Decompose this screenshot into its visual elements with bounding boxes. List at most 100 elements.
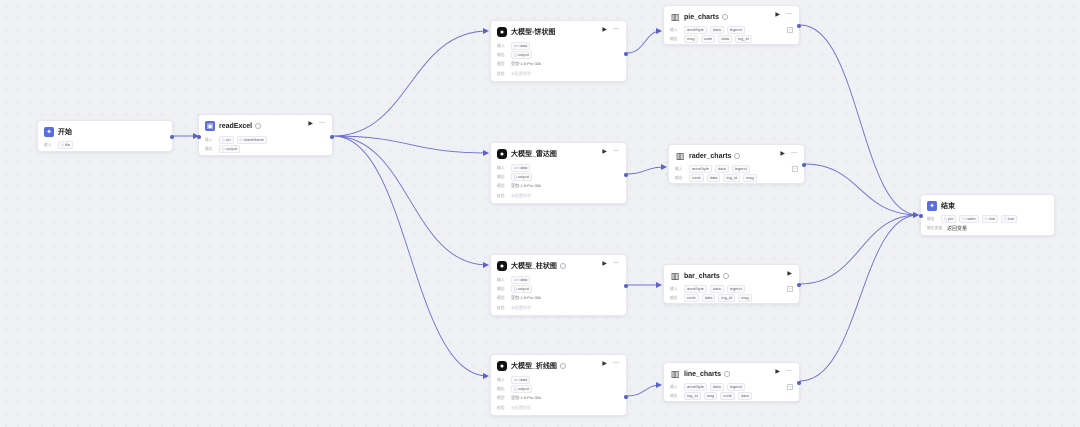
line-charts-node[interactable]: ▥ line_charts ▶··· 输入 areaStyle data leg… xyxy=(663,362,801,402)
node-title: 大模型-饼状图 xyxy=(511,29,556,36)
output-port[interactable] xyxy=(797,381,801,385)
model-value: 豆包·1.5·Pro·32k xyxy=(511,395,542,400)
edge-line-end xyxy=(799,212,919,382)
input-label: 输入 xyxy=(670,384,678,389)
model-label: 模型 xyxy=(497,395,505,400)
more-icon[interactable]: ··· xyxy=(613,360,619,366)
input-label: 输入 xyxy=(497,377,505,382)
status-dot xyxy=(722,14,729,20)
param-tag: data xyxy=(709,285,724,293)
param-tag: ◇bar xyxy=(1001,215,1018,223)
run-icon[interactable]: ▶ xyxy=(787,271,792,277)
output-label: 输出 xyxy=(670,36,678,41)
param-tag: log_id xyxy=(684,392,701,400)
output-port[interactable] xyxy=(797,24,801,28)
expand-icon[interactable]: + xyxy=(787,384,793,390)
more-params: ... xyxy=(752,166,757,172)
param-tag: {}output xyxy=(511,385,532,393)
edge-readexcel-bar xyxy=(332,135,489,268)
output-label: 输出 xyxy=(497,386,505,391)
output-port[interactable] xyxy=(802,163,806,167)
run-icon[interactable]: ▶ xyxy=(602,149,607,155)
answer-mode: 返回变量 xyxy=(947,226,968,232)
more-icon[interactable]: ··· xyxy=(613,26,619,32)
output-label: 输出 xyxy=(497,52,505,57)
run-icon[interactable]: ▶ xyxy=(780,151,785,157)
llm-icon: ● xyxy=(497,261,507,271)
model-value: 豆包·1.5·Pro·32k xyxy=(511,61,542,66)
param-tag: ◇sheetName xyxy=(236,136,268,144)
param-tag: areaStyle xyxy=(684,26,707,34)
output-label: 输出 xyxy=(675,175,683,180)
output-label: 输出 xyxy=(670,393,678,398)
param-tag: code xyxy=(700,35,716,43)
more-icon[interactable]: ··· xyxy=(791,150,797,156)
output-var-label: 输出变量 xyxy=(927,226,943,230)
input-port[interactable] xyxy=(919,214,923,218)
param-tag: data xyxy=(706,174,721,182)
end-node[interactable]: ✦ 结束 输出 ◇pie ◇rader ◇line ◇bar 输出变量 返回变量 xyxy=(919,194,1055,236)
param-tag: code xyxy=(720,392,735,400)
start-node[interactable]: ✦ 开始 输入 ◇file xyxy=(37,120,174,152)
status-dot xyxy=(255,123,262,129)
node-title: 结束 xyxy=(941,203,955,210)
node-title: 开始 xyxy=(58,129,72,136)
readexcel-node[interactable]: ▣ readExcel ▶··· 输入 ◇url ◇sheetName 输出 ◇… xyxy=(197,114,334,156)
node-title: 大模型_雷达图 xyxy=(511,151,557,158)
input-label: 输入 xyxy=(497,43,505,48)
check-value: 未配置校验 xyxy=(511,71,531,76)
more-icon[interactable]: ··· xyxy=(319,120,325,126)
edge-readexcel-line xyxy=(332,135,489,379)
model-value: 豆包·1.5·Pro·32k xyxy=(511,295,542,300)
more-icon[interactable]: ··· xyxy=(613,148,619,154)
run-icon[interactable]: ▶ xyxy=(602,261,607,267)
more-icon[interactable]: ··· xyxy=(786,368,792,374)
param-tag: data xyxy=(709,26,724,34)
run-icon[interactable]: ▶ xyxy=(602,27,607,33)
bar-charts-node[interactable]: ▥ bar_charts ▶ 输入 areaStyle data legend … xyxy=(663,264,801,304)
llm-icon: ● xyxy=(497,149,507,159)
node-title: line_charts xyxy=(684,370,721,378)
param-tag: data xyxy=(714,165,729,173)
output-port[interactable] xyxy=(797,283,801,287)
check-label: 校验 xyxy=(497,305,505,310)
output-label: 输出 xyxy=(205,146,213,151)
check-value: 未配置校验 xyxy=(511,305,531,310)
edge-radar-end xyxy=(804,163,919,218)
run-icon[interactable]: ▶ xyxy=(308,121,313,127)
input-label: 输入 xyxy=(497,165,505,170)
output-port[interactable] xyxy=(624,395,628,399)
more-icon[interactable]: ··· xyxy=(786,11,792,17)
input-label: 输入 xyxy=(205,137,213,142)
run-icon[interactable]: ▶ xyxy=(775,12,780,18)
expand-icon[interactable]: + xyxy=(787,27,793,33)
input-port[interactable] xyxy=(197,135,201,139)
run-icon[interactable]: ▶ xyxy=(775,369,780,375)
rader-charts-node[interactable]: ▥ rader_charts ▶··· 输入 areaStyle data le… xyxy=(668,144,806,184)
param-tag: data xyxy=(718,35,733,43)
more-icon[interactable]: ··· xyxy=(613,260,619,266)
param-tag: strdata xyxy=(511,376,531,384)
param-tag: ◇output xyxy=(219,145,241,153)
output-port[interactable] xyxy=(624,52,628,56)
node-title: 大模型_柱状图 xyxy=(511,263,557,270)
param-tag: strdata xyxy=(511,42,531,50)
output-port[interactable] xyxy=(170,135,174,139)
param-tag: msg xyxy=(743,174,757,182)
output-port[interactable] xyxy=(624,284,628,288)
pie-charts-node[interactable]: ▥ pie_charts ▶··· 输入 areaStyle data lege… xyxy=(663,5,801,45)
run-icon[interactable]: ▶ xyxy=(602,361,607,367)
status-dot xyxy=(734,153,741,159)
expand-icon[interactable]: + xyxy=(787,286,793,292)
expand-icon[interactable]: + xyxy=(792,166,798,172)
param-tag: log_id xyxy=(735,35,752,43)
output-port[interactable] xyxy=(624,173,628,177)
param-tag: data xyxy=(709,383,724,391)
output-port[interactable] xyxy=(330,135,334,139)
edge-readexcel-radar xyxy=(332,135,489,156)
